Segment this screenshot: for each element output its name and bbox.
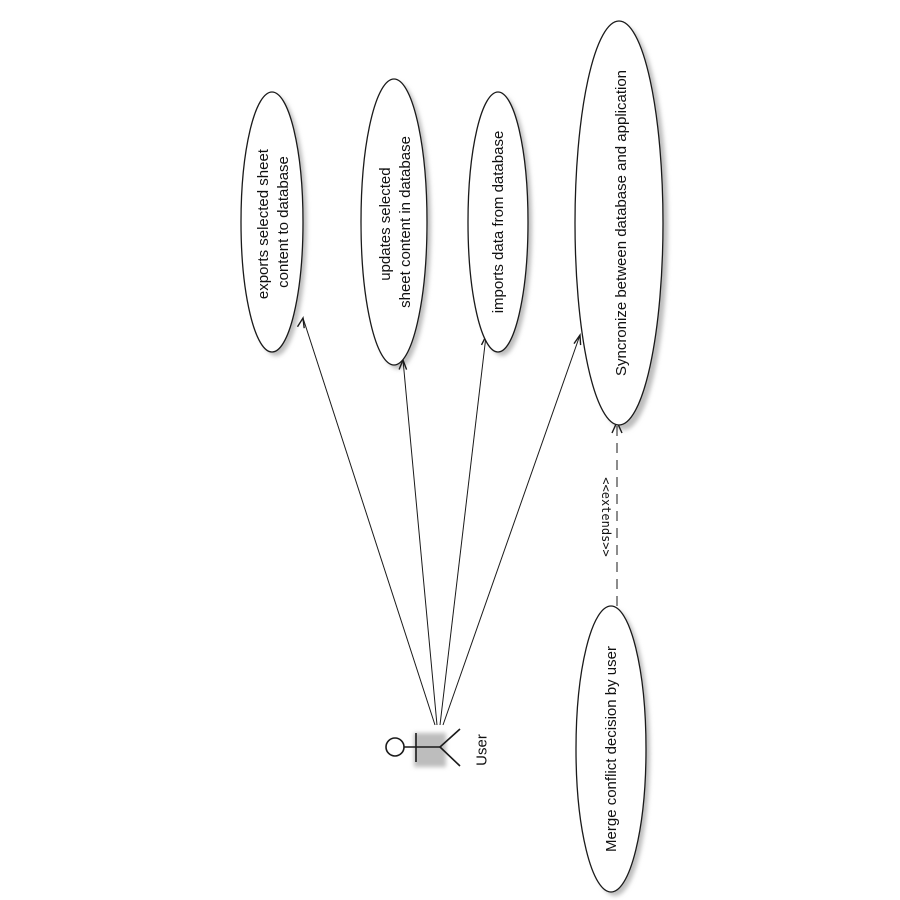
extends-stereotype-label: <<extends>> — [599, 477, 613, 556]
association-export — [302, 317, 436, 726]
use-case-sync-label: Syncronize between database and applicat… — [613, 70, 630, 376]
association-import — [439, 335, 487, 726]
actor-head — [385, 737, 405, 757]
actor-user-label: User — [474, 734, 491, 766]
association-update — [402, 359, 438, 726]
use-case-update-ellipse[interactable] — [360, 78, 428, 366]
use-case-sync[interactable]: Syncronize between database and applicat… — [574, 20, 664, 426]
use-case-update-label: updates selected sheet content in databa… — [377, 136, 414, 308]
use-case-export[interactable]: exports selected sheet content to databa… — [240, 91, 304, 353]
use-case-import-ellipse[interactable] — [467, 91, 529, 353]
use-case-update[interactable]: updates selected sheet content in databa… — [360, 78, 428, 366]
association-sync — [442, 334, 581, 726]
use-case-merge-ellipse[interactable] — [575, 605, 647, 893]
actor-leg-upper — [439, 728, 461, 748]
use-case-import-label: imports data from database — [490, 131, 507, 314]
use-case-export-ellipse[interactable] — [240, 91, 304, 353]
arrowhead-export — [296, 315, 305, 329]
arrowheads — [296, 315, 582, 370]
associations — [302, 317, 581, 726]
use-case-export-label: exports selected sheet content to databa… — [255, 145, 292, 299]
use-case-sync-ellipse[interactable] — [574, 20, 664, 426]
extend-relation: <<extends>> — [599, 420, 623, 606]
actor-user[interactable]: User — [385, 728, 491, 767]
use-case-import[interactable]: imports data from database — [467, 91, 529, 353]
actor-leg-lower — [439, 746, 461, 767]
actor-stick-figure-icon[interactable] — [385, 728, 461, 767]
use-case-merge-label: Merge conflict decision by user — [603, 646, 620, 852]
use-case-merge[interactable]: Merge conflict decision by user — [575, 605, 647, 893]
arrowhead-sync — [573, 332, 582, 346]
